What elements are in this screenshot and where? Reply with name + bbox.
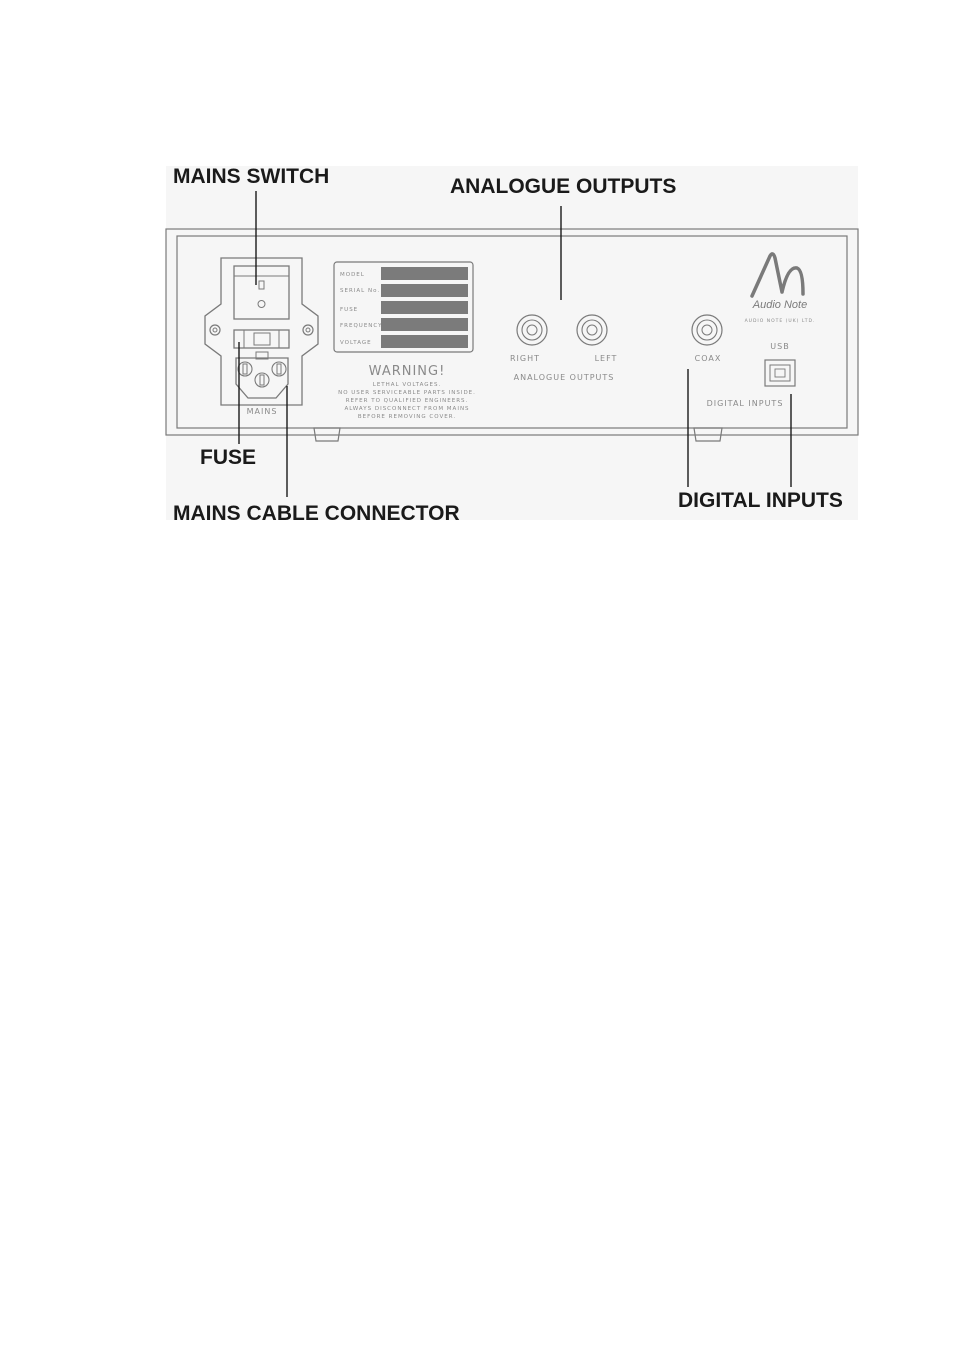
brand-name: Audio Note [752, 299, 807, 311]
plate-field-frequency [381, 318, 468, 331]
mounting-screw-left [209, 324, 221, 336]
callout-analogue-outputs: ANALOGUE OUTPUTS [450, 175, 676, 198]
warning-line: NO USER SERVICEABLE PARTS INSIDE. [338, 390, 476, 396]
mains-switch[interactable] [233, 265, 290, 320]
callout-mains-cable-connector: MAINS CABLE CONNECTOR [173, 502, 460, 525]
rca-socket-right[interactable] [516, 314, 548, 346]
mains-label: MAINS [247, 407, 278, 416]
coax-socket[interactable] [691, 314, 723, 346]
warning-line: ALWAYS DISCONNECT FROM MAINS [344, 406, 469, 412]
coax-label: COAX [695, 354, 722, 363]
analogue-outputs-group-label: ANALOGUE OUTPUTS [514, 373, 615, 382]
plate-field-model [381, 267, 468, 280]
plate-field-voltage [381, 335, 468, 348]
usb-socket[interactable] [764, 359, 796, 387]
warning-line: BEFORE REMOVING COVER. [358, 414, 456, 420]
plate-label-frequency: FREQUENCY [340, 323, 383, 329]
warning-title: WARNING! [369, 364, 446, 379]
rating-plate: MODEL SERIAL No. FUSE FREQUENCY VOLTAGE [333, 261, 474, 353]
usb-label: USB [770, 342, 789, 351]
plate-label-model: MODEL [340, 272, 365, 278]
mains-inlet[interactable] [235, 351, 289, 399]
digital-inputs-group-label: DIGITAL INPUTS [707, 399, 784, 408]
panel-inner-outline [176, 235, 848, 429]
callout-fuse: FUSE [200, 446, 256, 469]
fuse-holder[interactable] [233, 329, 290, 349]
mounting-screw-right [302, 324, 314, 336]
plate-label-serial: SERIAL No. [340, 288, 380, 294]
foot-left [313, 427, 341, 442]
mains-module: MAINS [204, 257, 319, 416]
callout-mains-switch: MAINS SWITCH [173, 165, 329, 188]
output-left-label: LEFT [595, 354, 618, 363]
brand-company: AUDIO NOTE (UK) LTD. [745, 318, 816, 324]
foot-right [693, 427, 723, 442]
chassis-outline [165, 228, 859, 436]
warning-line: LETHAL VOLTAGES. [373, 382, 442, 388]
logo-mark-icon [750, 252, 805, 298]
plate-field-serial [381, 284, 468, 297]
plate-field-fuse [381, 301, 468, 314]
audio-note-logo: Audio Note AUDIO NOTE (UK) LTD. [745, 252, 816, 324]
output-right-label: RIGHT [510, 354, 540, 363]
plate-label-voltage: VOLTAGE [340, 340, 372, 346]
plate-label-fuse: FUSE [340, 307, 358, 313]
callout-digital-inputs: DIGITAL INPUTS [678, 489, 843, 512]
illustration-background [166, 166, 858, 520]
warning-block: WARNING! LETHAL VOLTAGES. NO USER SERVIC… [338, 364, 476, 420]
rca-socket-left[interactable] [576, 314, 608, 346]
warning-line: REFER TO QUALIFIED ENGINEERS. [346, 398, 469, 404]
